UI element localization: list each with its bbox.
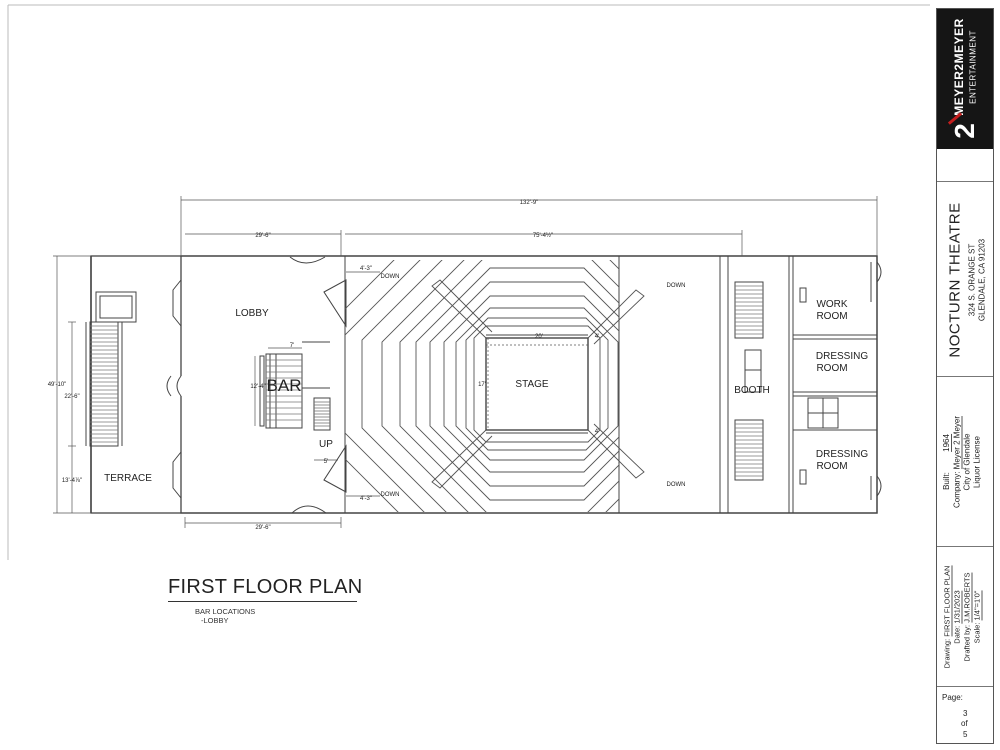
seating-row: [415, 267, 619, 501]
dim-overall-depth: 49'-10": [48, 382, 67, 388]
drafted-value: J.M.ROBERTS: [962, 572, 973, 623]
dim-stage-width: 20': [535, 334, 543, 340]
room-label-work-2: ROOM: [816, 311, 847, 322]
seating-row: [443, 295, 619, 473]
date-value: 1/31/2023: [952, 590, 963, 624]
company-label: Company:: [952, 471, 962, 509]
terrace-stair: [89, 321, 119, 447]
room-label-bar: BAR: [267, 376, 302, 395]
seating-row: [361, 260, 447, 512]
seating-row: [381, 260, 619, 512]
room-label-lobby: LOBBY: [235, 308, 269, 319]
floor-plan: 132'-9" 29'-6" 75'-4½" 29'-6" 49'-10" 22…: [7, 4, 930, 560]
dim-aisle-bottom: 4'-3": [360, 496, 372, 502]
page-section: Page: 3 of 5: [937, 686, 993, 744]
seating-row: [455, 307, 619, 461]
drafted-label: Drafted by:: [962, 624, 972, 662]
stair-down-bottom-right: DOWN: [667, 482, 686, 488]
aisle: [587, 423, 645, 479]
scale-label: Scale:: [972, 622, 982, 644]
room-label-terrace: TERRACE: [104, 473, 152, 484]
stair-treads: [90, 285, 763, 477]
page-label: Page:: [942, 693, 963, 702]
dim-total-length: 132'-9": [520, 200, 539, 206]
title-block: MEYER2MEYER ENTERTAINMENT 2 NOCTURN THEA…: [936, 8, 994, 744]
stair-down-bottom-left: DOWN: [381, 492, 400, 498]
room-label-booth: BOOTH: [734, 385, 770, 396]
note-bar-locations: BAR LOCATIONS: [195, 607, 256, 616]
dim-terrace-upper: 22'-6": [64, 394, 79, 400]
page-of: of: [961, 719, 968, 728]
drawing-info-section: Drawing: FIRST FLOOR PLAN Date: 1/31/202…: [937, 546, 993, 687]
stair-down-top-left: DOWN: [381, 274, 400, 280]
seating-row: [345, 260, 425, 512]
company-value: Meyer 2 Meyer: [952, 415, 963, 470]
room-label-up: UP: [319, 439, 333, 450]
seating-row: [429, 281, 619, 487]
stair-down-top-right: DOWN: [667, 283, 686, 289]
drawing-label: Drawing:: [942, 638, 952, 669]
info-section: Built: 1964 Company: Meyer 2 Meyer City …: [937, 376, 993, 547]
dim-aisle-top: 4'-3": [360, 266, 372, 272]
dim-corner-bottom: 4': [595, 429, 599, 435]
drawing-value: FIRST FLOOR PLAN: [942, 565, 953, 637]
dim-auditorium-width: 75'-4½": [533, 232, 553, 239]
logo-mark: 2: [949, 123, 980, 139]
seating-row: [465, 317, 609, 451]
dim-bottom-width: 29'-6": [255, 525, 270, 531]
logo-tagline: ENTERTAINMENT: [968, 30, 978, 104]
dim-bar-depth: 12'-4": [250, 384, 265, 390]
dim-stair-width: 5': [324, 459, 328, 465]
aisles: [431, 279, 645, 489]
seating-row: [399, 260, 619, 512]
aisle: [431, 279, 493, 339]
booth-stair-bottom: [734, 419, 764, 481]
room-label-dressing-a-2: ROOM: [816, 363, 847, 374]
room-label-dressing-b-1: DRESSING: [816, 449, 868, 460]
city-label: City of Glendale: [962, 433, 972, 491]
seating-rows: [345, 260, 619, 512]
note-lobby: -LOBBY: [201, 616, 229, 625]
company-logo: MEYER2MEYER ENTERTAINMENT 2: [937, 9, 993, 149]
room-label-stage: STAGE: [515, 379, 548, 390]
project-section: NOCTURN THEATRE 324 S. ORANGE ST GLENDAL…: [937, 181, 993, 377]
dim-corner-top: 4': [595, 334, 599, 340]
dim-terrace-lower: 13'-4⅞": [62, 478, 82, 484]
page-number: 3: [963, 709, 968, 718]
scale-value: 1/4"=1'0": [972, 590, 983, 621]
project-address-1: 324 S. ORANGE ST: [967, 243, 977, 316]
project-address-2: GLENDALE, CA 91203: [977, 238, 987, 321]
aisle: [587, 289, 645, 345]
room-label-dressing-b-2: ROOM: [816, 461, 847, 472]
logo-name: MEYER2MEYER: [952, 18, 966, 116]
seating-row: [473, 325, 601, 443]
license-label: Liquor License: [972, 435, 982, 489]
dim-lobby-width: 29'-6": [255, 233, 270, 239]
room-label-dressing-a-1: DRESSING: [816, 351, 868, 362]
room-label-work-1: WORK: [816, 299, 847, 310]
drawing-title: FIRST FLOOR PLAN: [168, 576, 362, 602]
dim-stage-depth: 17': [478, 382, 486, 388]
built-value: 1964: [942, 434, 952, 452]
aisle: [431, 429, 493, 489]
date-label: Date:: [952, 625, 962, 644]
dim-bar-width: 7': [290, 343, 294, 349]
drawing-notes: BAR LOCATIONS -LOBBY: [195, 607, 255, 625]
project-name: NOCTURN THEATRE: [946, 201, 964, 358]
page-total: 5: [963, 730, 968, 739]
stage: [485, 337, 589, 431]
dimension-lines: [53, 196, 878, 528]
built-label: Built:: [942, 472, 951, 490]
